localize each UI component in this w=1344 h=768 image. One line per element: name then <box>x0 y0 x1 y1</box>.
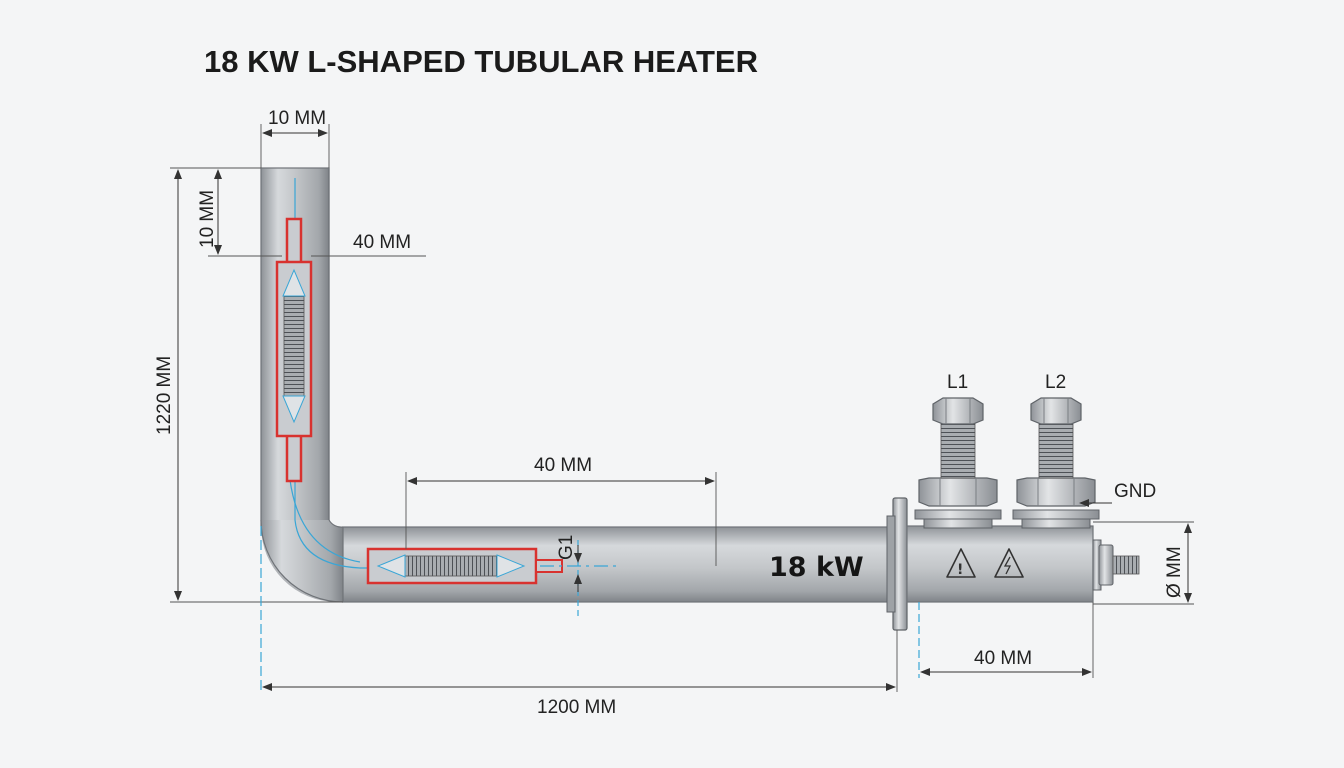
electric-hazard-icon <box>994 548 1024 578</box>
dim-total-height <box>170 167 343 603</box>
terminal-l1-label: L1 <box>947 372 968 393</box>
dim-diameter-label: Ø MM <box>1164 546 1185 598</box>
dim-gap-g1-label: G1 <box>556 535 577 560</box>
warning-icon: ! <box>946 548 976 578</box>
dim-total-length <box>260 526 898 692</box>
end-nut <box>1098 544 1114 586</box>
dim-total-length-label: 1200 MM <box>537 697 616 718</box>
terminal-l1 <box>914 397 1002 529</box>
end-stud <box>1112 555 1140 575</box>
dim-total-height-label: 1220 MM <box>154 356 175 435</box>
terminal-l2-label: L2 <box>1045 372 1066 393</box>
dim-horizontal-segment <box>405 472 717 566</box>
gnd-label: GND <box>1114 481 1156 502</box>
power-rating-label: 18 kW <box>769 552 864 583</box>
diagram-title: 18 KW L-SHAPED TUBULAR HEATER <box>204 44 758 79</box>
dim-horizontal-segment-label: 40 MM <box>534 455 592 476</box>
dim-top-offset-label: 10 MM <box>197 190 218 248</box>
vertical-heating-element <box>275 217 313 483</box>
dim-head-length <box>918 602 1094 678</box>
terminal-head: ! <box>906 525 1140 603</box>
dim-top-width-label: 10 MM <box>268 108 326 129</box>
pipe-centerline <box>294 178 560 569</box>
svg-text:!: ! <box>957 562 963 578</box>
horizontal-heating-element <box>366 547 620 585</box>
dim-top-width <box>260 124 330 168</box>
vertical-coil <box>283 295 305 397</box>
dim-head-length-label: 40 MM <box>974 648 1032 669</box>
horizontal-coil <box>404 555 498 577</box>
dim-element-spacing-label: 40 MM <box>353 232 411 253</box>
terminal-l2 <box>1012 397 1100 529</box>
dim-diameter <box>1093 521 1194 605</box>
